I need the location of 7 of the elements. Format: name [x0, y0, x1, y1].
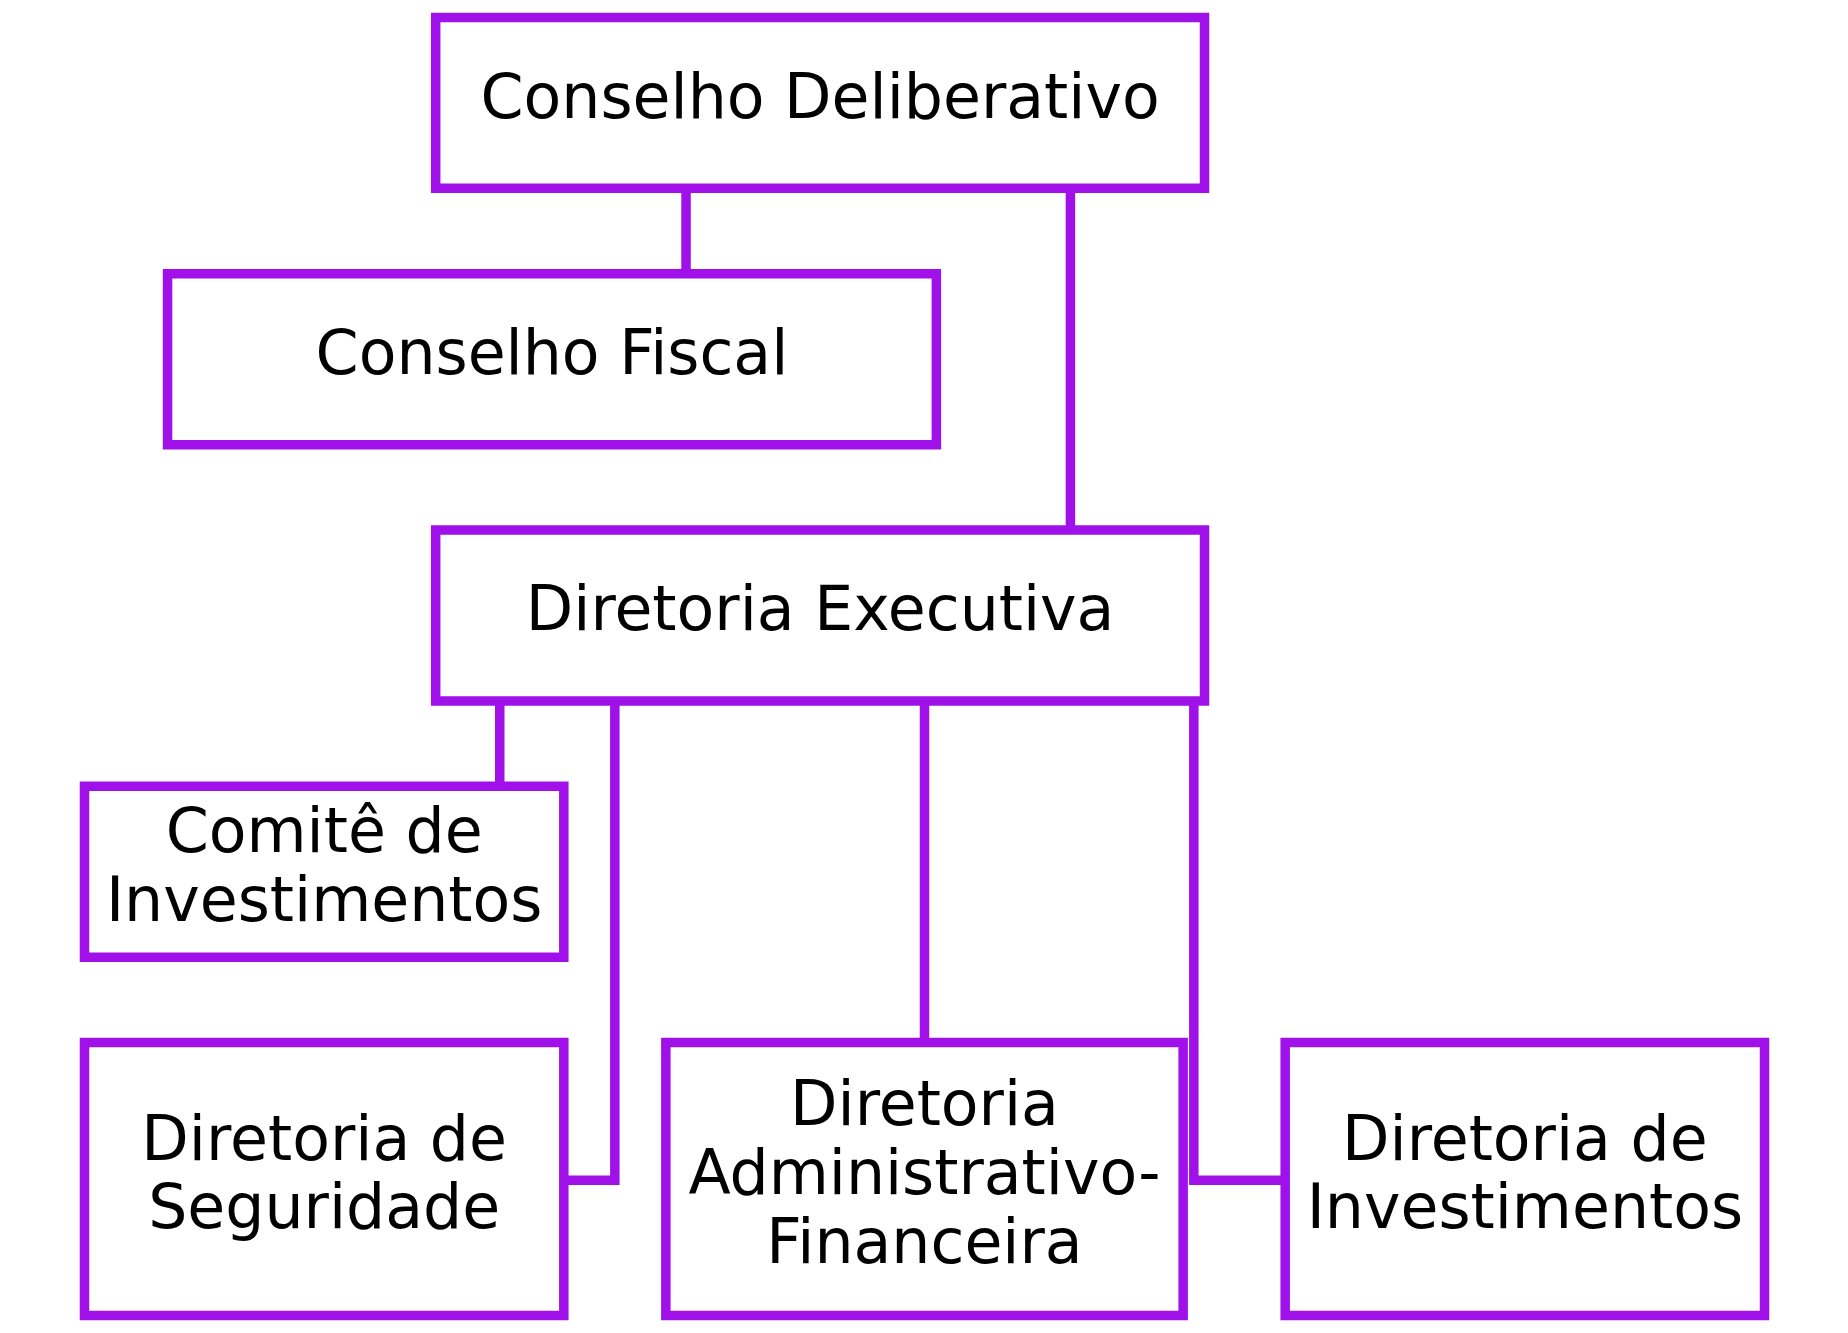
node-box: Diretoria Executiva [430, 525, 1209, 706]
node-box: Comitê de Investimentos [79, 781, 569, 962]
node-box: Diretoria Administrativo-Financeira [660, 1037, 1188, 1321]
node-box: Conselho Deliberativo [430, 12, 1209, 194]
node-box: Conselho Fiscal [162, 269, 941, 450]
node-box: Diretoria de Seguridade [79, 1037, 569, 1321]
node-box: Diretoria de Investimentos [1279, 1037, 1769, 1321]
